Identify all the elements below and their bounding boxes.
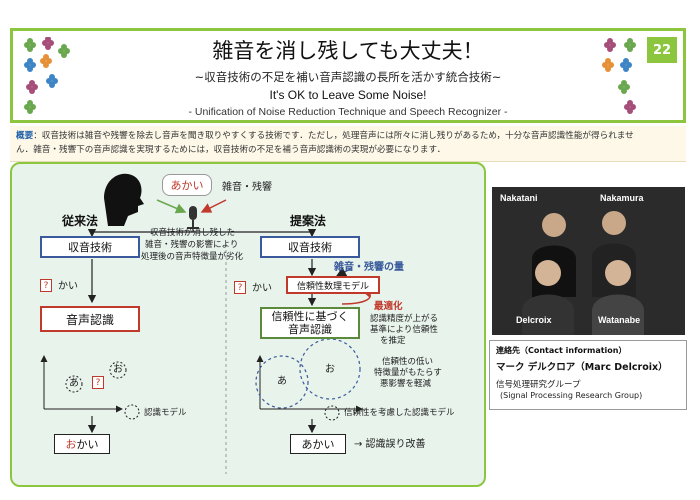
contact-group-english: (Signal Processing Research Group) — [500, 391, 643, 400]
subtitle-japanese: ~収音技術の不足を補い音声認識の長所を活かす統合技術~ — [194, 70, 502, 84]
photo-label-nakamura: Nakamura — [600, 193, 644, 203]
header-banner: 22 雑音を消し残しても大丈夫！ ~収音技術の不足を補い音声認識の長所を活かす統… — [10, 28, 686, 123]
diagram-panel: あかい 雑音・残響 従来法 提案法 収音技術 収音技術 収音技術が消し残した 雑… — [10, 162, 486, 487]
summary-section: 概要：収音技術は雑音や残響を除去し音声を聞き取りやすくする技術です．ただし，処理… — [10, 126, 686, 162]
speech-bubble: あかい — [162, 174, 212, 196]
photo-label-watanabe: Watanabe — [598, 315, 641, 325]
center-note-1: 収音技術が消し残した — [150, 228, 236, 238]
reliability-model-box: 信頼性数理モデル — [286, 276, 380, 294]
left-result-box: おかい — [54, 434, 110, 454]
contact-name: マーク デルクロア（Marc Delcroix） — [496, 362, 668, 373]
right-note-1: 認識精度が上がる — [370, 314, 439, 324]
page-number-badge: 22 — [647, 37, 677, 63]
left-plot-question: ? — [92, 376, 104, 389]
reliability-speech-recognition-box: 信頼性に基づく 音声認識 — [260, 307, 360, 339]
right-note-6: 悪影響を軽減 — [380, 379, 432, 389]
page-title: 雑音を消し残しても大丈夫！ — [212, 39, 484, 63]
right-question-text: かい — [252, 283, 272, 294]
photo-label-nakatani: Nakatani — [500, 193, 538, 203]
subtitle-english: - Unification of Noise Reduction Techniq… — [188, 106, 508, 118]
title-english: It's OK to Leave Some Noise! — [269, 88, 427, 102]
left-plot-a: あ — [69, 378, 79, 389]
contact-heading: 連絡先（Contact information） — [496, 346, 627, 355]
summary-line-1: 概要：収音技術は雑音や残響を除去し音声を聞き取りやすくする技術です．ただし，処理… — [16, 131, 634, 141]
team-photo: Nakatani Nakamura Delcroix Watanabe — [492, 187, 685, 335]
right-noise-reduction-box: 収音技術 — [260, 236, 360, 258]
right-note-4: 信頼性の低い — [382, 357, 434, 367]
optimization-label: 最適化 — [374, 301, 403, 312]
contact-group-japanese: 信号処理研究グループ — [496, 380, 581, 390]
right-result-note: → 認識誤り改善 — [354, 439, 426, 450]
right-question-mark: ? — [234, 281, 246, 294]
reliability-legend: 信頼性を考慮した認識モデル — [344, 408, 455, 418]
reliability-box-line-1: 信頼性に基づく — [271, 310, 349, 323]
noise-label: 雑音・残響 — [222, 182, 272, 193]
center-note-2: 雑音・残響の影響により — [145, 240, 239, 250]
reliability-box-line-2: 音声認識 — [288, 323, 332, 336]
right-plot-a: あ — [277, 376, 287, 387]
left-noise-reduction-box: 収音技術 — [40, 236, 140, 258]
model-legend: 認識モデル — [144, 408, 187, 418]
decorative-flowers-right — [602, 38, 636, 114]
contact-box: 連絡先（Contact information） マーク デルクロア（Marc … — [489, 340, 687, 410]
right-result-box: あかい — [290, 434, 346, 454]
right-note-2: 基準により信頼性 — [370, 325, 438, 335]
summary-label: 概要 — [16, 131, 34, 141]
conventional-method-header: 従来法 — [62, 214, 99, 228]
diagram-graphics — [40, 173, 373, 474]
photo-label-delcroix: Delcroix — [516, 315, 552, 325]
left-question-mark: ? — [40, 279, 52, 292]
proposed-method-header: 提案法 — [290, 214, 327, 228]
right-plot-o: お — [325, 364, 335, 375]
team-photo-illustration — [492, 187, 685, 335]
left-speech-recognition-box: 音声認識 — [40, 306, 140, 332]
center-note-3: 処理後の音声特徴量が劣化 — [141, 252, 244, 262]
microphone-icon — [187, 206, 199, 229]
summary-line-2: ん．雑音・残響下の音声認識を実現するためには，収音技術の不足を補う音声認識術の実… — [16, 145, 446, 155]
left-plot-o: お — [113, 364, 123, 375]
right-note-5: 特徴量がもたらす — [374, 368, 442, 378]
right-note-3: を推定 — [380, 336, 406, 346]
speaker-head-icon — [104, 173, 144, 226]
noise-amount-label: 雑音・残響の量 — [334, 262, 404, 273]
left-question-text: かい — [58, 281, 78, 292]
decorative-flowers-left — [24, 37, 70, 114]
